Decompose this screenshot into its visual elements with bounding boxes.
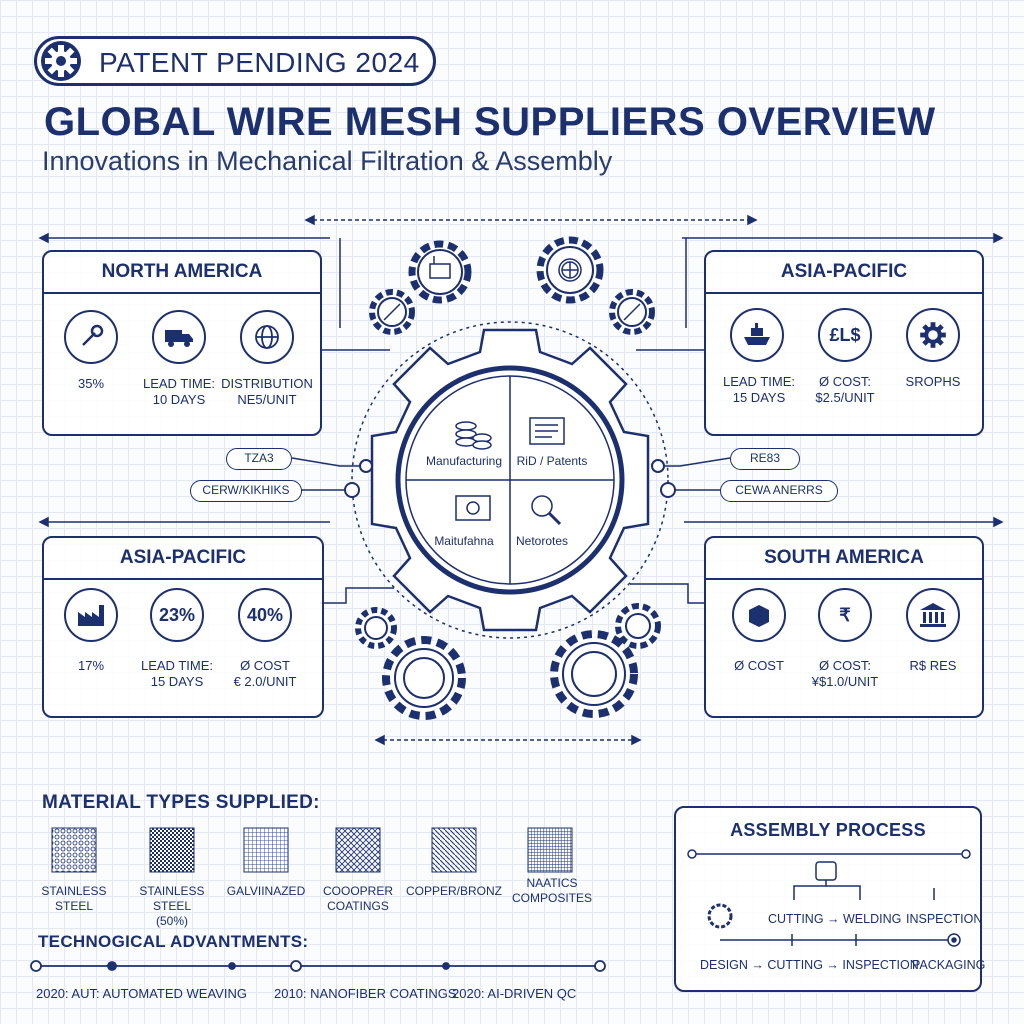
panel-south-america: SOUTH AMERICA ₹ Ø COST Ø COST: ¥$1.0/UNI… [704, 536, 984, 718]
assembly-flow-lines [687, 849, 971, 947]
caption: DISTRIBUTION NE5/UNIT [221, 376, 313, 407]
ship-icon [730, 308, 784, 362]
panel-assembly-process: ASSEMBLY PROCESS CUTTING → WELDING INSPE… [674, 806, 986, 992]
coins-icon: £L$ [818, 308, 872, 362]
page-title: GLOBAL WIRE MESH SUPPLIERS OVERVIEW [44, 100, 936, 144]
quadrant-netorotes: Netorotes [515, 534, 569, 548]
caption: 35% [77, 376, 105, 391]
label-pill: CERW/KIKHIKS [190, 480, 302, 502]
panel-north-america: NORTH AMERICA 35% LEAD TIME: 10 DAYS DIS… [42, 250, 322, 436]
caption: LEAD TIME: 15 DAYS [722, 374, 795, 405]
percent-circle: 23% [150, 588, 204, 642]
panel-title: SOUTH AMERICA [706, 538, 982, 580]
wrench-icon [64, 310, 118, 364]
material-label: COOOPRER COATINGS [322, 884, 393, 913]
panel-title: ASIA-PACIFIC [44, 538, 322, 580]
material-label: NAATICS COMPOSITES [511, 876, 592, 905]
patent-badge: PATENT PENDING 2024 [34, 36, 436, 86]
timeline-item: 2020: AI-DRIVEN QC [452, 986, 577, 1001]
label-pill: RE83 [730, 448, 800, 470]
caption: Ø COST: $2.5/UNIT [815, 374, 875, 405]
materials-heading: MATERIAL TYPES SUPPLIED: [42, 792, 320, 813]
label-pill: TZA3 [226, 448, 292, 470]
material-label: STAINLESS STEEL (50%) [139, 884, 205, 928]
caption: Ø COST € 2.0/UNIT [233, 658, 297, 689]
quadrant-rd-patents: RiD / Patents [516, 454, 588, 468]
timeline-item: 2020: AUT: AUTOMATED WEAVING [36, 986, 247, 1001]
badge-label: PATENT PENDING 2024 [99, 47, 420, 78]
percent-circle: 40% [238, 588, 292, 642]
timeline-item: 2010: NANOFIBER COATINGS [274, 986, 457, 1001]
truck-icon [152, 310, 206, 364]
panel-asia-pacific-bottom: ASIA-PACIFIC 23% 40% 17% LEAD TIME: 15 D… [42, 536, 324, 718]
panel-title: ASSEMBLY PROCESS [730, 820, 926, 840]
quadrant-manufacturing: Manufacturing [425, 454, 503, 468]
caption: Ø COST [734, 658, 784, 673]
caption: Ø COST: ¥$1.0/UNIT [811, 658, 879, 689]
material-label: COPPER/BRONZ [405, 884, 502, 898]
quadrant-maitufahna: Maitufahna [434, 534, 494, 548]
panel-asia-pacific-top: ASIA-PACIFIC £L$ LEAD TIME: 15 DAYS Ø CO… [704, 250, 984, 436]
gear-icon [906, 308, 960, 362]
caption: LEAD TIME: 10 DAYS [142, 376, 215, 407]
currency-icon: ₹ [818, 588, 872, 642]
tech-heading: TECHNOGICAL ADVANTMENTS: [38, 932, 309, 951]
page-subtitle: Innovations in Mechanical Filtration & A… [42, 146, 613, 176]
bank-icon [906, 588, 960, 642]
panel-title: NORTH AMERICA [44, 252, 320, 294]
caption: LEAD TIME: 15 DAYS [140, 658, 213, 689]
assembly-step: PACKAGING [912, 958, 986, 972]
material-label: GALVIINAZED [226, 884, 306, 898]
panel-title: ASIA-PACIFIC [706, 252, 982, 294]
box-icon [732, 588, 786, 642]
gear-icon [41, 41, 81, 81]
label-pill: CEWA ANERRS [720, 480, 838, 502]
globe-icon [240, 310, 294, 364]
material-label: STAINLESS STEEL [41, 884, 107, 913]
caption: 17% [77, 658, 105, 673]
assembly-step: CUTTING → WELDING [768, 912, 902, 926]
caption: SROPHS [905, 374, 961, 389]
factory-icon [64, 588, 118, 642]
caption: R$ RES [909, 658, 957, 673]
assembly-step: DESIGN → CUTTING → INSPECTION [700, 958, 919, 972]
assembly-step: INSPECTION [906, 912, 983, 926]
